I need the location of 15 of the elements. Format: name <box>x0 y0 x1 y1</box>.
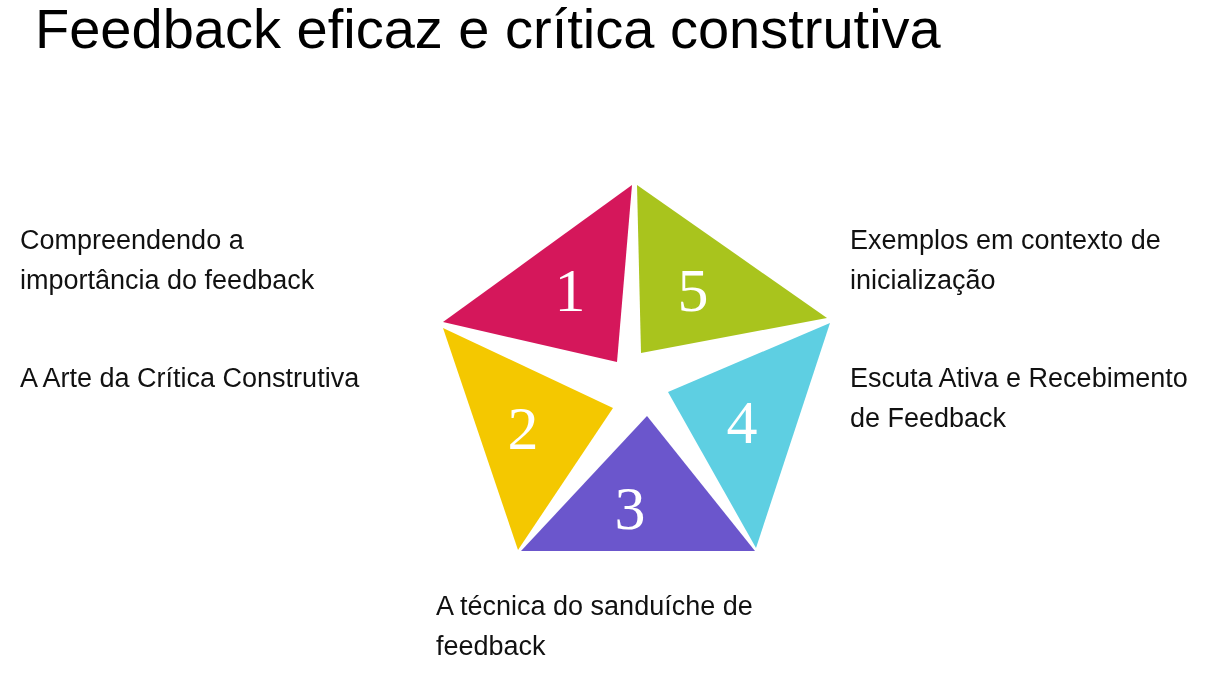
step-label: A Arte da Crítica Construtiva <box>20 362 361 395</box>
segment-number: 3 <box>614 477 646 539</box>
segment-number: 1 <box>554 259 586 321</box>
step-label: A técnica do sanduíche de feedback <box>436 590 754 663</box>
segment-number: 5 <box>677 259 709 321</box>
segment-number: 4 <box>726 391 758 453</box>
pentagon-segment <box>668 323 830 548</box>
segment-number: 2 <box>507 397 539 459</box>
pentagon-segment <box>443 185 632 362</box>
step-label: Exemplos em contexto de inicialização <box>850 224 1162 297</box>
title: Feedback eficaz e crítica construtiva <box>35 0 941 58</box>
step-label: Escuta Ativa e Recebimento de Feedback <box>850 362 1189 435</box>
pentagon-segment <box>443 328 613 550</box>
pentagon-segment <box>637 185 827 353</box>
step-label: Compreendendo a importância do feedback <box>20 224 316 297</box>
